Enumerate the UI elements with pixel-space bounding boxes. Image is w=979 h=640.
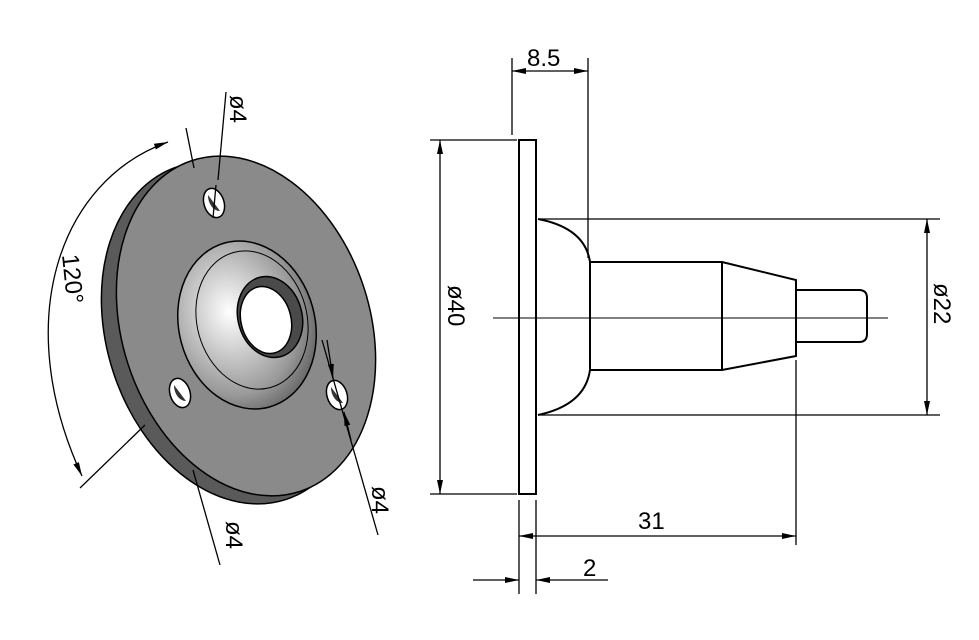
iso-hole-top-label: ø4 (224, 95, 251, 123)
side-flange-dia-label: ø40 (442, 285, 469, 326)
side-width-label: 8.5 (527, 45, 560, 72)
isometric-view: ø4 ø4 ø4 120° (47, 91, 393, 566)
body-profile (537, 218, 797, 416)
side-flange-thk-label: 2 (583, 555, 596, 582)
side-view: 8.5 ø40 ø22 31 2 (430, 45, 955, 594)
iso-hole-right-label: ø4 (366, 486, 393, 514)
iso-angle-label: 120° (56, 253, 88, 305)
side-body-dia-label: ø22 (928, 283, 955, 324)
bore-hole (239, 285, 293, 355)
side-length-label: 31 (638, 508, 665, 535)
boss-inner-ring (195, 250, 309, 390)
flange-profile (518, 139, 537, 495)
tip-profile (796, 289, 868, 343)
iso-hole-bottom-label: ø4 (220, 521, 247, 549)
